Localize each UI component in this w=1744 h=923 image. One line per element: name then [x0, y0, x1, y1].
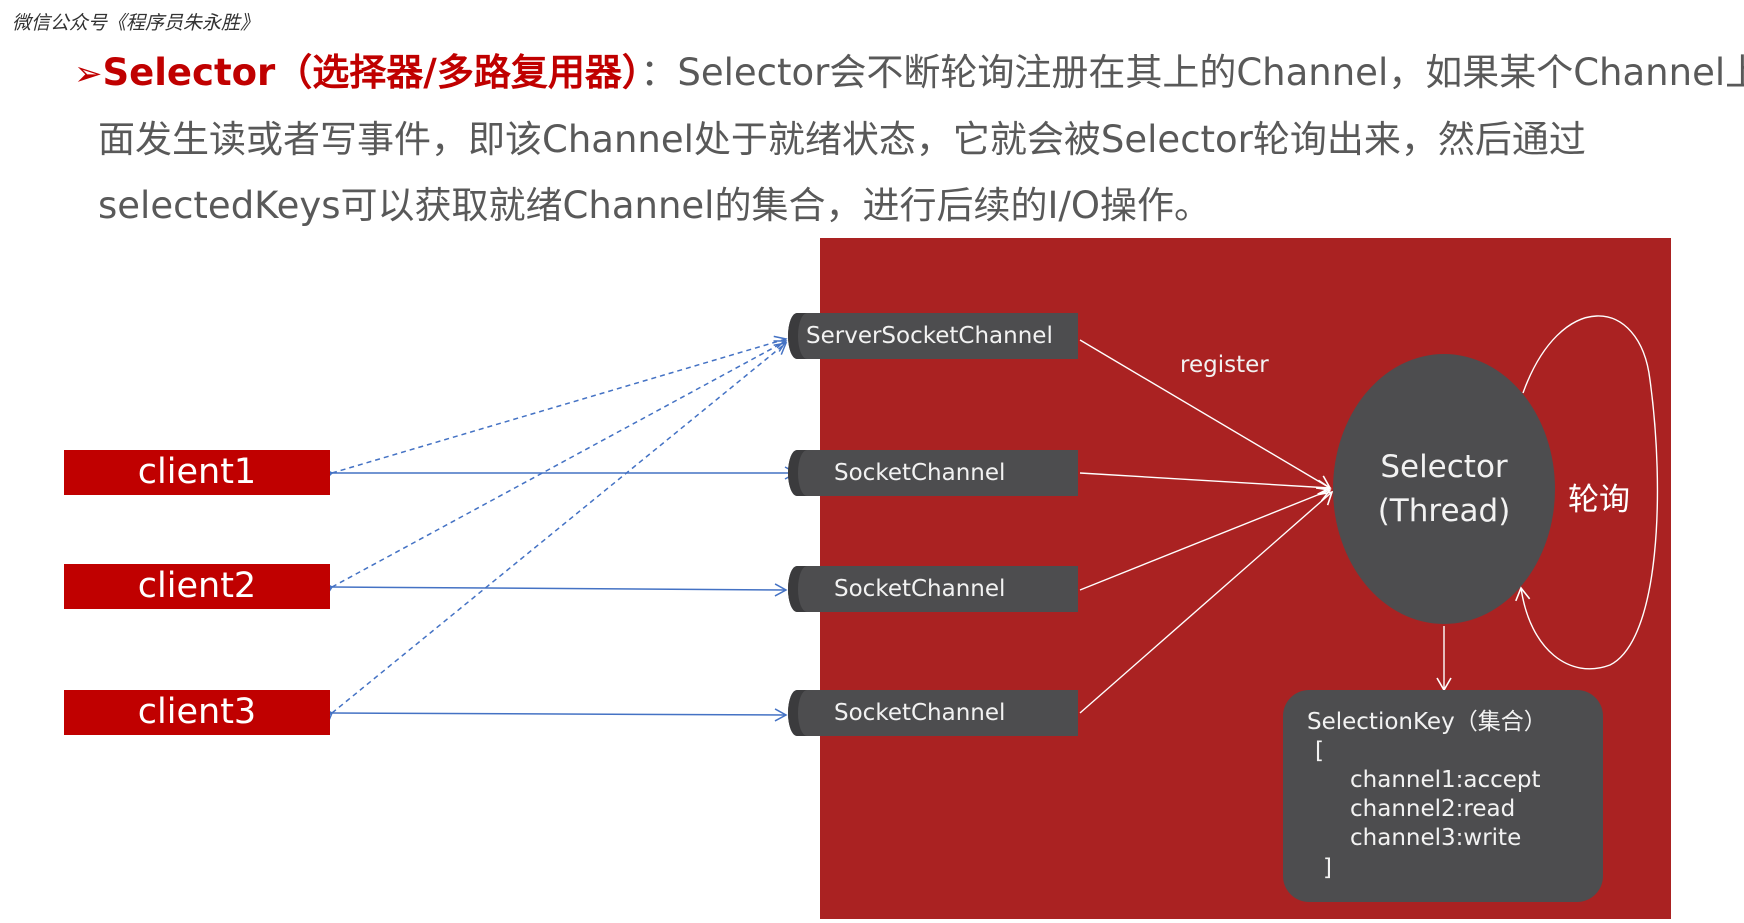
watermark: 微信公众号《程序员朱永胜》 [12, 12, 260, 34]
selector-keyword: Selector（选择器/多路复用器） [102, 51, 641, 94]
selection-key-set: SelectionKey（集合） [ channel1:accept chann… [1283, 690, 1603, 902]
intro-line-1: ➢Selector（选择器/多路复用器）：Selector会不断轮询注册在其上的… [74, 40, 1744, 107]
selection-key-title: SelectionKey（集合） [1307, 709, 1547, 735]
polling-loop-arrow [1515, 315, 1659, 670]
selection-key-entry: channel3:write [1350, 825, 1522, 851]
selection-key-entry: channel2:read [1350, 796, 1516, 822]
client-box-1: client1 [64, 450, 330, 495]
channel-label: SocketChannel [834, 576, 1006, 602]
socket-channel-2: SocketChannel [788, 566, 1078, 612]
selector-subtitle: (Thread) [1377, 493, 1511, 529]
client-box-3: client3 [64, 690, 330, 735]
server-socket-channel: ServerSocketChannel [788, 313, 1078, 359]
selector-title: Selector [1380, 449, 1508, 485]
intro-line-3: selectedKeys可以获取就绪Channel的集合，进行后续的I/O操作。 [98, 184, 1211, 227]
intro-paragraph: ➢Selector（选择器/多路复用器）：Selector会不断轮询注册在其上的… [74, 40, 1744, 239]
intro-line-1-text: ：Selector会不断轮询注册在其上的Channel，如果某个Channel上 [640, 51, 1744, 94]
dashed-link-client3 [319, 342, 788, 725]
link-client3-socket [320, 706, 788, 722]
intro-line-2: 面发生读或者写事件，即该Channel处于就绪状态，它就会被Selector轮询… [98, 118, 1586, 161]
close-bracket: ] [1323, 855, 1332, 881]
client-label: client3 [137, 692, 257, 732]
open-bracket: [ [1315, 738, 1324, 764]
socket-channel-1: SocketChannel [788, 450, 1078, 496]
bullet-arrow-icon: ➢ [74, 54, 103, 94]
register-line-socket1 [1079, 472, 1332, 495]
selection-key-entries: channel1:accept channel2:read channel3:w… [1350, 766, 1541, 853]
register-label: register [1180, 352, 1269, 378]
register-line-server [1079, 339, 1332, 489]
selection-key-entry: channel1:accept [1350, 767, 1541, 793]
register-line-socket3 [1079, 490, 1334, 714]
channel-label: SocketChannel [834, 700, 1006, 726]
dashed-link-client2 [319, 340, 788, 598]
selector-thread-node: Selector (Thread) [1333, 354, 1555, 624]
channel-label: SocketChannel [834, 460, 1006, 486]
client-label: client1 [137, 452, 257, 492]
dashed-link-client1 [319, 335, 788, 483]
socket-channel-3: SocketChannel [788, 690, 1078, 736]
polling-label: 轮询 [1568, 482, 1630, 518]
client-label: client2 [137, 566, 257, 606]
client-box-2: client2 [64, 564, 330, 609]
register-line-socket2 [1079, 487, 1332, 591]
link-client2-socket [320, 580, 788, 597]
channel-label: ServerSocketChannel [806, 323, 1053, 349]
